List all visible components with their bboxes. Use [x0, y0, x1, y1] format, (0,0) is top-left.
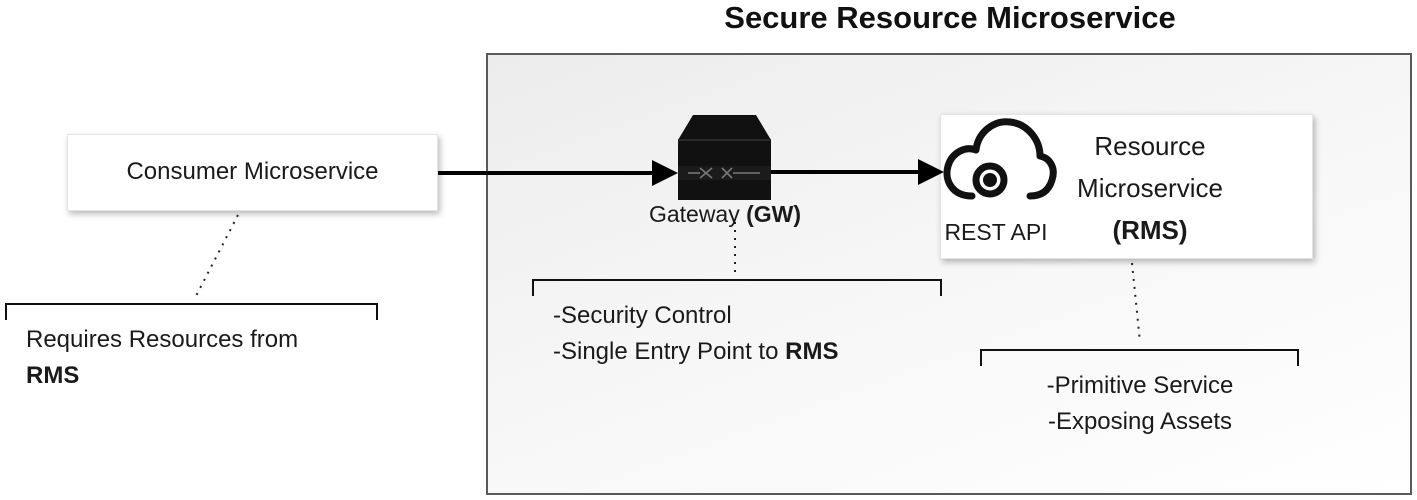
rms-note-line2: -Exposing Assets — [1047, 408, 1233, 435]
consumer-note-line2: RMS — [26, 362, 80, 389]
rms-title-line3: (RMS) — [1112, 215, 1188, 245]
consumer-note: Requires Resources from RMS — [26, 322, 298, 394]
cloud-api-icon — [943, 118, 1057, 200]
consumer-microservice-label: Consumer Microservice — [126, 158, 379, 185]
arrow-consumer-to-gateway — [438, 160, 678, 186]
rms-note: -Primitive Service -Exposing Assets — [1020, 368, 1260, 440]
leader-consumer — [195, 214, 239, 297]
gateway-note-line1: -Security Control — [553, 302, 732, 329]
gateway-label-bold: (GW) — [746, 201, 802, 227]
rms-note-line1: -Primitive Service — [1046, 372, 1234, 399]
consumer-note-line1: Requires Resources from — [26, 326, 299, 353]
arrow-gateway-to-rms — [770, 159, 944, 185]
bracket-rms — [980, 349, 1299, 366]
rms-title-line2: Microservice — [1077, 173, 1223, 203]
gateway-note-line2: -Single Entry Point to RMS — [553, 334, 838, 370]
diagram-title: Secure Resource Microservice — [724, 0, 1176, 35]
gateway-label: Gateway (GW) — [620, 201, 830, 228]
gateway-note: -Security Control -Single Entry Point to… — [553, 298, 838, 370]
rms-title-line1: Resource — [1094, 131, 1206, 161]
bracket-consumer — [5, 303, 378, 320]
gateway-note-line2-bold: RMS — [785, 338, 839, 365]
cloud-api-dot — [983, 173, 997, 187]
leader-rms — [1131, 262, 1141, 343]
gateway-label-text: Gateway — [648, 201, 747, 227]
bracket-gateway — [532, 279, 942, 296]
consumer-microservice-box — [67, 134, 438, 211]
rest-api-label: REST API — [944, 219, 1048, 245]
gateway-icon — [678, 115, 771, 200]
gateway-note-line2-text: -Single Entry Point to — [553, 338, 786, 365]
